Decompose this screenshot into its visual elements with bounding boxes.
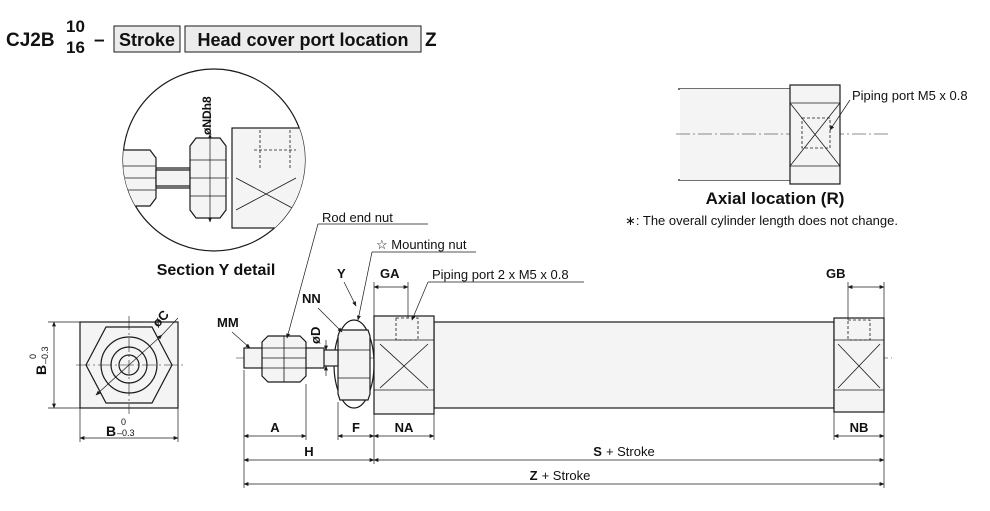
bore-size-bottom: 16 [66,38,85,57]
axial-port-label: Piping port M5 x 0.8 [852,88,968,103]
dim-d-label: øD [308,327,323,344]
dim-na-label: NA [395,420,414,435]
dim-mm-label: MM [217,315,239,330]
piping-port-label: Piping port 2 x M5 x 0.8 [432,267,569,282]
dim-z-main: Z [530,468,538,483]
bore-size-top: 10 [66,17,85,36]
dim-s-suffix: + Stroke [606,444,655,459]
end-view: øC B 0 –0.3 B 0 –0.3 [28,307,184,442]
dim-f-label: F [352,420,360,435]
dim-b-horizontal-tol-lower: –0.3 [117,428,135,438]
stroke-box [113,25,181,53]
axial-title: Axial location (R) [706,189,845,208]
dim-gb-label: GB [826,266,846,281]
axial-note: ∗: The overall cylinder length does not … [625,213,898,228]
main-side-view: Rod end nut ☆ Mounting nut Piping port 2… [217,210,892,488]
dim-b-vertical-tol-upper: 0 [28,354,38,359]
dim-b-vertical-tol-lower: –0.3 [40,346,50,364]
port-location-label: Head cover port location [197,30,408,50]
model-suffix: Z [425,30,437,51]
nd-dimension-label: øNDh8 [200,96,214,135]
dim-s-label: S + Stroke [593,444,654,459]
mounting-nut-label: ☆ Mounting nut [376,237,467,252]
port-location-box [184,25,422,53]
dim-z-suffix: + Stroke [542,468,591,483]
axial-location-view: Piping port M5 x 0.8 Axial location (R) … [625,84,968,228]
dim-z-label: Z + Stroke [530,468,591,483]
dim-a-label: A [270,420,280,435]
stroke-box-label: Stroke [119,30,175,50]
dim-nb-label: NB [850,420,869,435]
dim-h-label: H [304,444,313,459]
dim-b-horizontal-tol-upper: 0 [121,417,126,427]
dim-y-label: Y [337,266,346,281]
model-code: CJ2B 10 16 – Stroke Head cover port loca… [6,17,437,57]
section-y-title: Section Y detail [157,262,276,279]
dim-b-horizontal-label: B [106,423,116,439]
dim-nn-label: NN [302,291,321,306]
dim-b-vertical-label: B [33,365,49,375]
model-series: CJ2B [6,30,55,51]
dim-ga-label: GA [380,266,400,281]
rod-end-nut-label: Rod end nut [322,210,393,225]
model-dash: – [94,30,105,51]
section-y-detail: øNDh8 Section Y detail [122,68,306,279]
dim-s-main: S [593,444,602,459]
